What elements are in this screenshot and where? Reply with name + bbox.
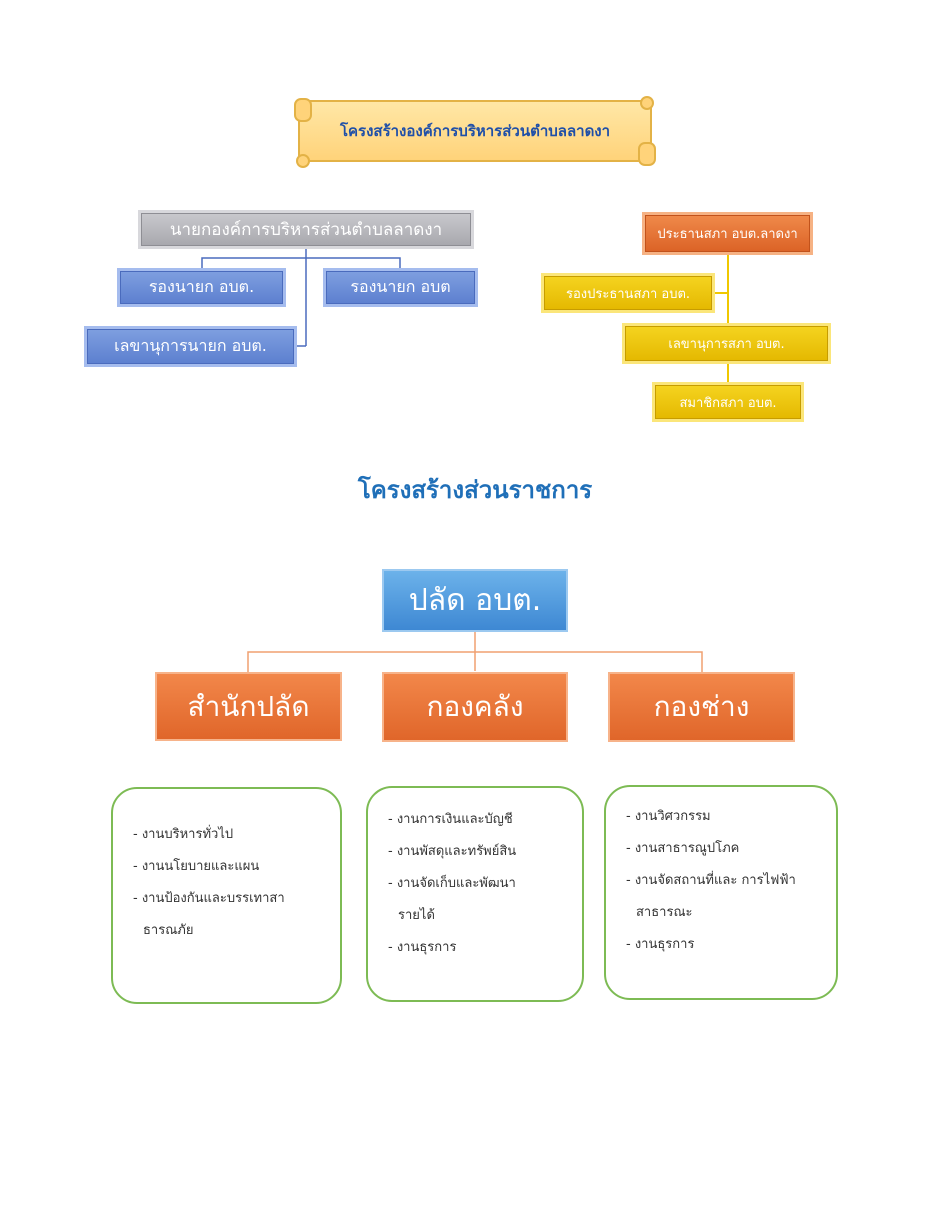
council-vice-chair-box: รองประธานสภา อบต.: [541, 273, 715, 313]
council-members-label: สมาชิกสภา อบต.: [679, 395, 777, 411]
duty-item: - งานสาธารณูปโภค: [626, 841, 740, 856]
duty-list: - งานวิศวกรรม - งานสาธารณูปโภค - งานจัดส…: [626, 801, 822, 961]
mayor-box: นายกองค์การบริหารส่วนตำบลลาดงา: [138, 210, 474, 249]
title-banner: โครงสร้างองค์การบริหารส่วนตำบลลาดงา: [294, 96, 656, 168]
deputy-mayor-1-label: รองนายก อบต.: [148, 277, 255, 296]
duties-box-engineering: - งานวิศวกรรม - งานสาธารณูปโภค - งานจัดส…: [604, 785, 838, 1000]
scroll-curl: [640, 96, 654, 110]
duty-item: - งานป้องกันและบรรเทาสา: [133, 891, 285, 906]
duty-item: - งานบริหารทั่วไป: [133, 827, 234, 842]
duty-item: - งานนโยบายและแผน: [133, 859, 260, 874]
department-box-office: สำนักปลัด: [155, 672, 342, 741]
duty-item: - งานการเงินและบัญชี: [388, 812, 513, 827]
council-chair-label: ประธานสภา อบต.ลาดงา: [657, 227, 798, 242]
section-title: โครงสร้างส่วนราชการ: [357, 476, 593, 504]
scroll-curl: [296, 154, 310, 168]
department-label: กองคลัง: [426, 690, 524, 723]
council-members-box: สมาชิกสภา อบต.: [652, 382, 804, 422]
deputy-mayor-2-label: รองนายก อบต: [350, 277, 451, 296]
chief-administrator-box: ปลัด อบต.: [382, 569, 568, 632]
department-box-engineering: กองช่าง: [608, 672, 795, 742]
duty-item: สาธารณะ: [636, 905, 693, 920]
mayor-secretary-label: เลขานุการนายก อบต.: [114, 336, 267, 355]
council-secretary-box: เลขานุการสภา อบต.: [622, 323, 831, 364]
council-vice-chair-label: รองประธานสภา อบต.: [565, 286, 691, 302]
deputy-mayor-2-box: รองนายก อบต: [323, 268, 478, 307]
department-label: กองช่าง: [653, 690, 750, 723]
duty-item: - งานธุรการ: [388, 940, 457, 955]
mayor-label: นายกองค์การบริหารส่วนตำบลลาดงา: [169, 220, 443, 240]
mayor-secretary-box: เลขานุการนายก อบต.: [84, 326, 297, 367]
duty-item: - งานจัดเก็บและพัฒนา: [388, 876, 516, 891]
duties-box-office: - งานบริหารทั่วไป - งานนโยบายและแผน - งา…: [111, 787, 342, 1004]
duty-item: - งานธุรการ: [626, 937, 695, 952]
council-secretary-label: เลขานุการสภา อบต.: [668, 337, 785, 352]
duty-item: ธารณภัย: [143, 923, 194, 938]
department-label: สำนักปลัด: [187, 689, 310, 723]
duties-box-finance: - งานการเงินและบัญชี - งานพัสดุและทรัพย์…: [366, 786, 584, 1002]
banner-title: โครงสร้างองค์การบริหารส่วนตำบลลาดงา: [339, 122, 611, 140]
duty-item: - งานพัสดุและทรัพย์สิน: [388, 844, 517, 859]
chief-administrator-label: ปลัด อบต.: [408, 583, 542, 618]
scroll-curl: [294, 98, 312, 122]
deputy-mayor-1-box: รองนายก อบต.: [117, 268, 286, 307]
duty-list: - งานบริหารทั่วไป - งานนโยบายและแผน - งา…: [133, 819, 326, 947]
duty-item: - งานจัดสถานที่และ การไฟฟ้า: [626, 873, 796, 888]
council-chair-box: ประธานสภา อบต.ลาดงา: [642, 212, 813, 255]
department-box-finance: กองคลัง: [382, 672, 568, 742]
duty-list: - งานการเงินและบัญชี - งานพัสดุและทรัพย์…: [388, 804, 568, 964]
scroll-curl: [638, 142, 656, 166]
duty-item: - งานวิศวกรรม: [626, 809, 711, 824]
duty-item: รายได้: [398, 908, 435, 923]
